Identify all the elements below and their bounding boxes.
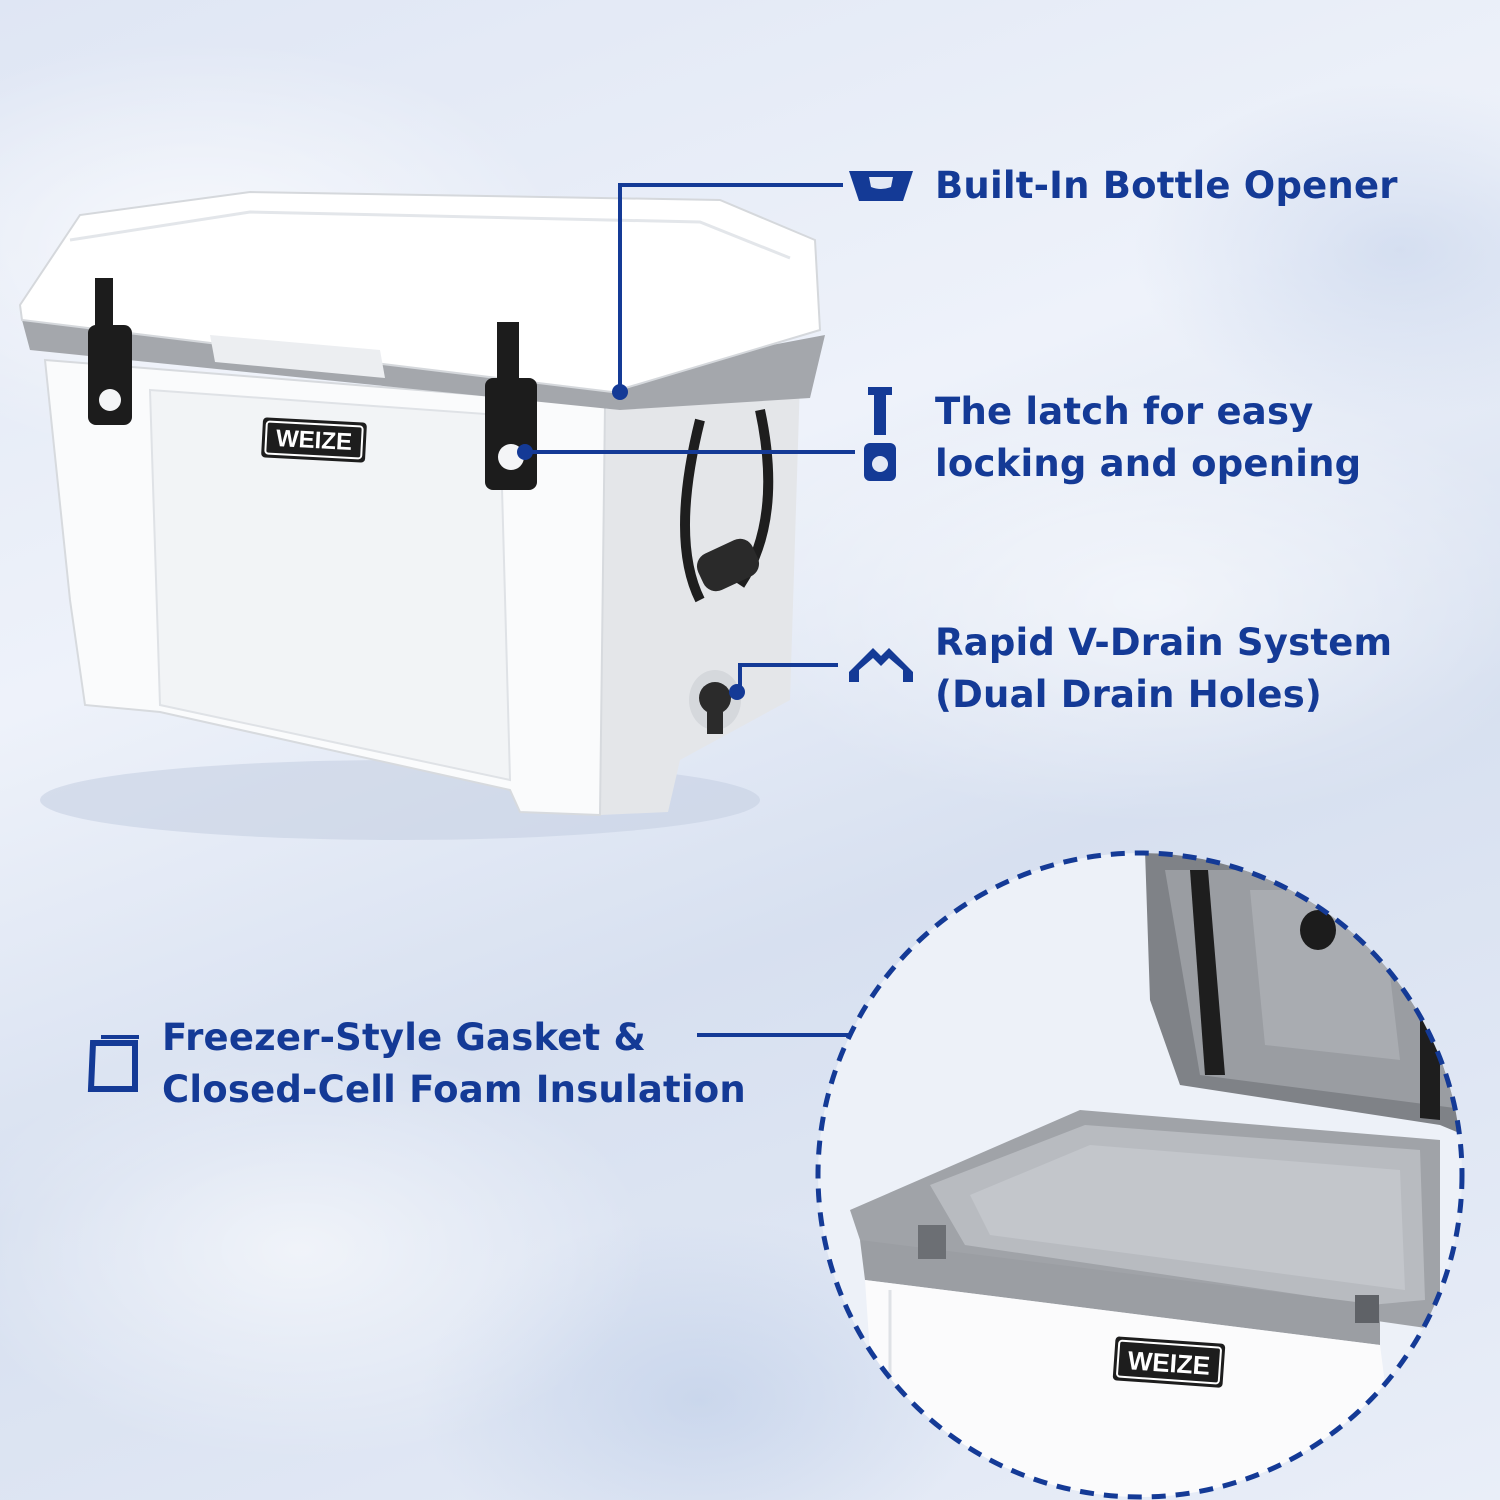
brand-logo-main [261,417,367,463]
drain-plug [689,670,741,734]
feature-line: Built-In Bottle Opener [935,164,1398,207]
feature-label-bottle-opener: Built-In Bottle Opener [935,160,1398,212]
cooler-main [18,190,825,840]
feature-label-latch: The latch for easy locking and opening [935,386,1361,490]
latch-icon [864,387,896,481]
feature-line: Freezer-Style Gasket & [162,1016,646,1059]
feature-line: locking and opening [935,442,1362,485]
feature-line: (Dual Drain Holes) [935,673,1323,716]
brand-logo-detail-text: WEIZE [1126,1345,1212,1381]
feature-label-gasket: Freezer-Style Gasket & Closed-Cell Foam … [162,1012,746,1116]
latch-left [88,278,132,425]
feature-label-drain: Rapid V-Drain System (Dual Drain Holes) [935,617,1392,721]
bottle-opener-icon [849,171,913,201]
gasket-icon [87,1035,139,1092]
feature-line: The latch for easy [935,390,1314,433]
detail-zoom-border [815,850,1465,1500]
feature-line: Closed-Cell Foam Insulation [162,1068,746,1111]
brand-logo-main-text: WEIZE [275,425,353,456]
detail-zoom-view [818,853,1462,1497]
feature-line: Rapid V-Drain System [935,621,1393,664]
brand-logo-detail [1112,1336,1226,1388]
drain-arrow-icon [849,648,913,682]
